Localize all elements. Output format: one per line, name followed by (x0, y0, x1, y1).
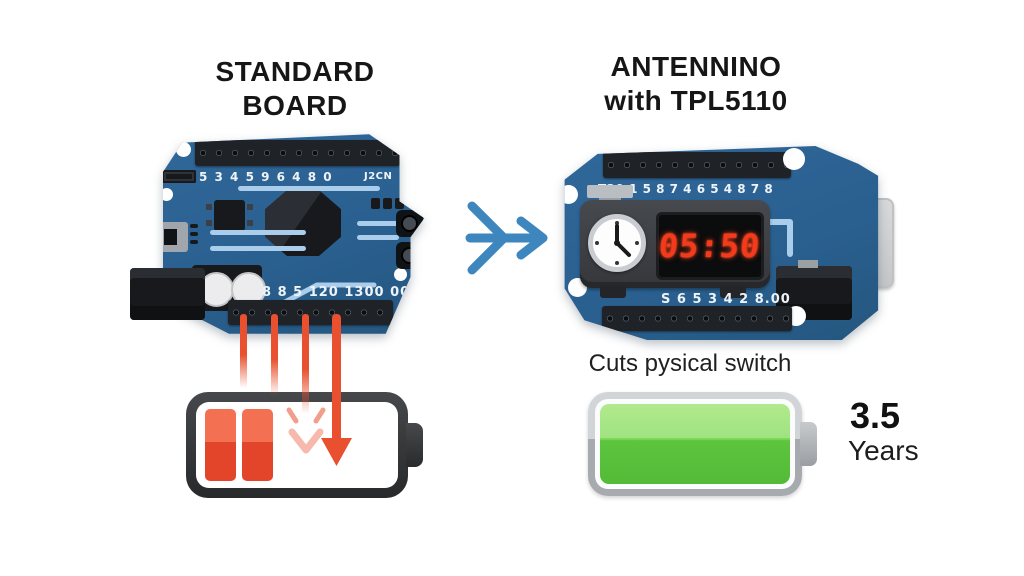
timer-value: 05:50 (657, 227, 763, 265)
pin-labels-bottom: S 6 5 3 4 2 8.00 (661, 292, 791, 307)
battery-terminal (406, 423, 423, 467)
caption-cuts-switch: Cuts pysical switch (588, 350, 792, 377)
pcb-trace (357, 221, 399, 226)
pcb-trace (238, 186, 380, 191)
battery-duration-unit: Years (848, 435, 919, 466)
standard-board-pcb: 5 3 4 5 9 6 4 8 0 J2CN (163, 134, 425, 334)
smd-part (395, 198, 404, 209)
left-board-title: STANDARD BOARD (165, 55, 425, 123)
switch-pin (190, 224, 198, 228)
battery-terminal (800, 422, 817, 466)
switch-pin (190, 240, 198, 244)
smd-part (383, 198, 392, 209)
battery-low-icon (186, 392, 423, 498)
pin-header-bottom (228, 300, 393, 325)
mount-hole (176, 142, 191, 157)
pin-labels-bottom: 8 8 5 120 1300 00 (262, 285, 411, 300)
ic-pin (206, 204, 212, 210)
standard-board: 5 3 4 5 9 6 4 8 0 J2CN (130, 120, 430, 350)
tab-connector (587, 185, 633, 198)
round-connector (396, 242, 423, 269)
standard-board-shadow: 5 3 4 5 9 6 4 8 0 J2CN (152, 130, 427, 340)
ic-chip (206, 200, 253, 231)
right-board-title: ANTENNINO with TPL5110 (566, 50, 826, 118)
tpl5110-timer-module: 05:50 (580, 200, 770, 298)
clock-hands (595, 221, 639, 265)
right-title-line2: with TPL5110 (604, 85, 788, 116)
pin-labels-top: 5 3 4 5 9 6 4 8 0 (199, 170, 334, 184)
pcb-trace (357, 235, 399, 240)
ic-pin (247, 204, 253, 210)
pin-header-top (603, 152, 791, 178)
mount-hole (163, 188, 173, 201)
switch-slider (164, 229, 177, 245)
mount-hole (783, 148, 805, 170)
pcb-trace (210, 246, 306, 251)
ic-pin (206, 220, 212, 226)
battery-body (196, 402, 398, 488)
switch-pin (190, 232, 198, 236)
battery-charge-full (600, 404, 790, 484)
reset-switch (163, 222, 188, 252)
transition-arrow-icon (465, 201, 548, 275)
battery-charge-bar (242, 409, 273, 481)
left-title-line1: STANDARD (215, 56, 375, 87)
clock-icon (588, 214, 646, 272)
seven-segment-display: 05:50 (656, 212, 764, 280)
component-notch (798, 260, 818, 268)
antennino-board-shadow: T20 1 5 8 7 4 6 5 4 8 7 8 (558, 146, 888, 344)
ic-pin (247, 220, 253, 226)
mcu-chip (265, 190, 341, 256)
antennino-board-pcb: T20 1 5 8 7 4 6 5 4 8 7 8 (564, 146, 879, 341)
battery-gloss (600, 404, 790, 438)
battery-duration-value: 3.5 (850, 395, 901, 436)
battery-charge-bar (205, 409, 236, 481)
smd-capacitor (163, 170, 196, 183)
mount-hole (564, 185, 578, 204)
antennino-board: T20 1 5 8 7 4 6 5 4 8 7 8 (550, 138, 930, 348)
module-foot (600, 286, 626, 298)
pin-header-top (195, 140, 400, 166)
smd-part (371, 198, 380, 209)
module-foot (720, 286, 746, 298)
left-title-line2: BOARD (242, 90, 348, 121)
pin-labels-top-right: J2CN (364, 171, 393, 182)
round-connector (396, 210, 423, 237)
right-title-line1: ANTENNINO (610, 51, 782, 82)
mount-hole (394, 268, 407, 281)
battery-full-icon (588, 392, 817, 496)
power-jack (130, 268, 205, 320)
pcb-trace (210, 230, 306, 235)
pin-header-bottom (602, 306, 792, 331)
